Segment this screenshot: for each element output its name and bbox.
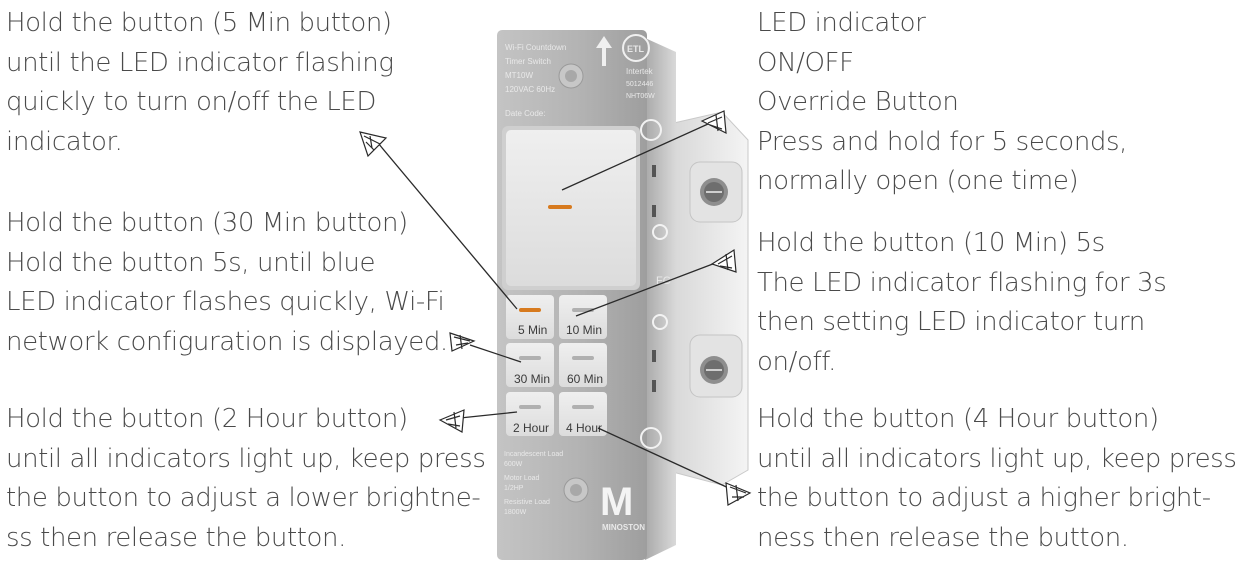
load-line: 1800W <box>504 509 527 516</box>
arrowhead-icon <box>710 248 737 273</box>
led-override-instruction: LED indicator ON/OFF Override Button Pre… <box>757 4 1127 202</box>
pointer-two-hour <box>459 411 518 419</box>
button-led <box>519 356 541 360</box>
button-label: 5 Min <box>518 323 547 337</box>
pointer-led <box>561 123 709 191</box>
device-label: Wi-Fi Countdown Timer Switch MT10W 120VA… <box>505 43 566 118</box>
note-line: the button to adjust a higher bright- <box>757 483 1211 513</box>
button-led <box>572 405 594 409</box>
time-buttons: 5 Min 10 Min 30 Min 60 Min 2 Hour 4 Hour <box>506 295 607 436</box>
ten-min-instruction: Hold the button (10 Min) 5s The LED indi… <box>757 224 1167 382</box>
plate-side <box>645 38 676 560</box>
bottom-screw-icon <box>563 477 589 503</box>
note-line: LED indicator flashes quickly, Wi-Fi <box>6 287 445 317</box>
led-indicator <box>548 205 572 209</box>
label-line: Date Code: <box>505 109 545 118</box>
thirty-min-button[interactable] <box>506 343 554 387</box>
cert-line: Intertek <box>626 67 654 76</box>
note-line: until the LED indicator flashing <box>6 47 394 78</box>
note-line: Hold the button 5s, until blue <box>6 247 376 278</box>
note-line: ss then release the button. <box>6 522 346 553</box>
two-hour-button[interactable] <box>506 392 554 436</box>
svg-text:ETL: ETL <box>627 44 645 54</box>
arrowhead-icon <box>438 409 465 433</box>
label-line: Wi-Fi Countdown <box>505 43 566 52</box>
top-screw-icon <box>558 63 584 89</box>
load-ratings: Incandescent Load 600W Motor Load 1/2HP … <box>504 451 563 516</box>
arrowhead-icon <box>725 482 752 506</box>
load-line: Incandescent Load <box>504 451 563 458</box>
pointer-thirty-min <box>469 344 522 363</box>
arrowhead-icon <box>359 131 388 158</box>
brand-logo: M <box>600 480 633 524</box>
note-line: network configuration is displayed. <box>6 326 448 357</box>
arrowhead-icon <box>700 110 727 135</box>
pointer-five-min <box>377 142 518 310</box>
cert-line: 5012446 <box>626 81 653 88</box>
down-button-icon <box>640 427 662 449</box>
two-hour-instruction: Hold the button (2 Hour button) until al… <box>6 400 486 558</box>
four-hour-button[interactable] <box>559 392 607 436</box>
load-line: Resistive Load <box>504 499 550 506</box>
certification-text: Intertek 5012446 NHT06W <box>626 67 655 100</box>
up-button-icon <box>640 119 662 141</box>
note-line: ON/OFF <box>757 47 854 78</box>
arrowhead-markers <box>359 110 752 506</box>
note-line: Hold the button (5 Min button) <box>6 8 392 38</box>
cert-line: NHT06W <box>626 93 655 100</box>
note-line: until all indicators light up, keep pres… <box>6 443 486 474</box>
label-line: 120VAC 60Hz <box>505 85 555 94</box>
up-arrow-icon <box>596 36 612 66</box>
load-line: 600W <box>504 461 523 468</box>
button-led <box>519 308 541 312</box>
five-min-button[interactable] <box>506 295 554 339</box>
pointer-four-hour <box>597 427 734 491</box>
note-line: until all indicators light up, keep pres… <box>757 443 1237 474</box>
load-line: Motor Load <box>504 475 540 482</box>
five-min-instruction: Hold the button (5 Min button) until the… <box>6 4 394 162</box>
label-line: MT10W <box>505 71 533 80</box>
note-line: Hold the button (4 Hour button) <box>757 404 1159 434</box>
note-line: Hold the button (2 Hour button) <box>6 404 408 434</box>
button-label: 60 Min <box>567 372 603 386</box>
brand-name: MINOSTON <box>602 523 645 532</box>
etl-certification-icon: ETL <box>622 34 650 62</box>
note-line: Hold the button (10 Min) 5s <box>757 228 1105 258</box>
note-line: then setting LED indicator turn <box>757 307 1145 337</box>
mounting-box <box>664 111 749 486</box>
note-line: Override Button <box>757 87 959 117</box>
ten-min-button[interactable] <box>559 295 607 339</box>
note-line: Hold the button (30 Min button) <box>6 208 408 238</box>
sixty-min-button[interactable] <box>559 343 607 387</box>
button-led <box>519 405 541 409</box>
note-line: the button to adjust a lower brightne- <box>6 483 481 513</box>
pointer-ten-min <box>575 261 719 317</box>
note-line: indicator. <box>6 126 123 157</box>
note-line: on/off. <box>757 346 836 377</box>
arrowhead-icon <box>449 332 476 352</box>
note-line: LED indicator <box>757 8 926 38</box>
button-label: 2 Hour <box>513 421 549 435</box>
note-line: The LED indicator flashing for 3s <box>757 267 1167 298</box>
four-hour-instruction: Hold the button (4 Hour button) until al… <box>757 400 1237 558</box>
label-line: Timer Switch <box>505 57 551 66</box>
button-led <box>572 356 594 360</box>
load-line: 1/2HP <box>504 485 524 492</box>
thirty-min-instruction: Hold the button (30 Min button) Hold the… <box>6 204 448 362</box>
button-label: 10 Min <box>566 323 602 337</box>
note-line: normally open (one time) <box>757 166 1079 196</box>
note-line: ness then release the button. <box>757 522 1129 553</box>
pointer-lines <box>377 123 734 491</box>
note-line: quickly to turn on/off the LED <box>6 87 376 117</box>
button-label: 30 Min <box>514 372 550 386</box>
button-label: 4 Hour <box>566 421 602 435</box>
note-line: Press and hold for 5 seconds, <box>757 126 1128 157</box>
